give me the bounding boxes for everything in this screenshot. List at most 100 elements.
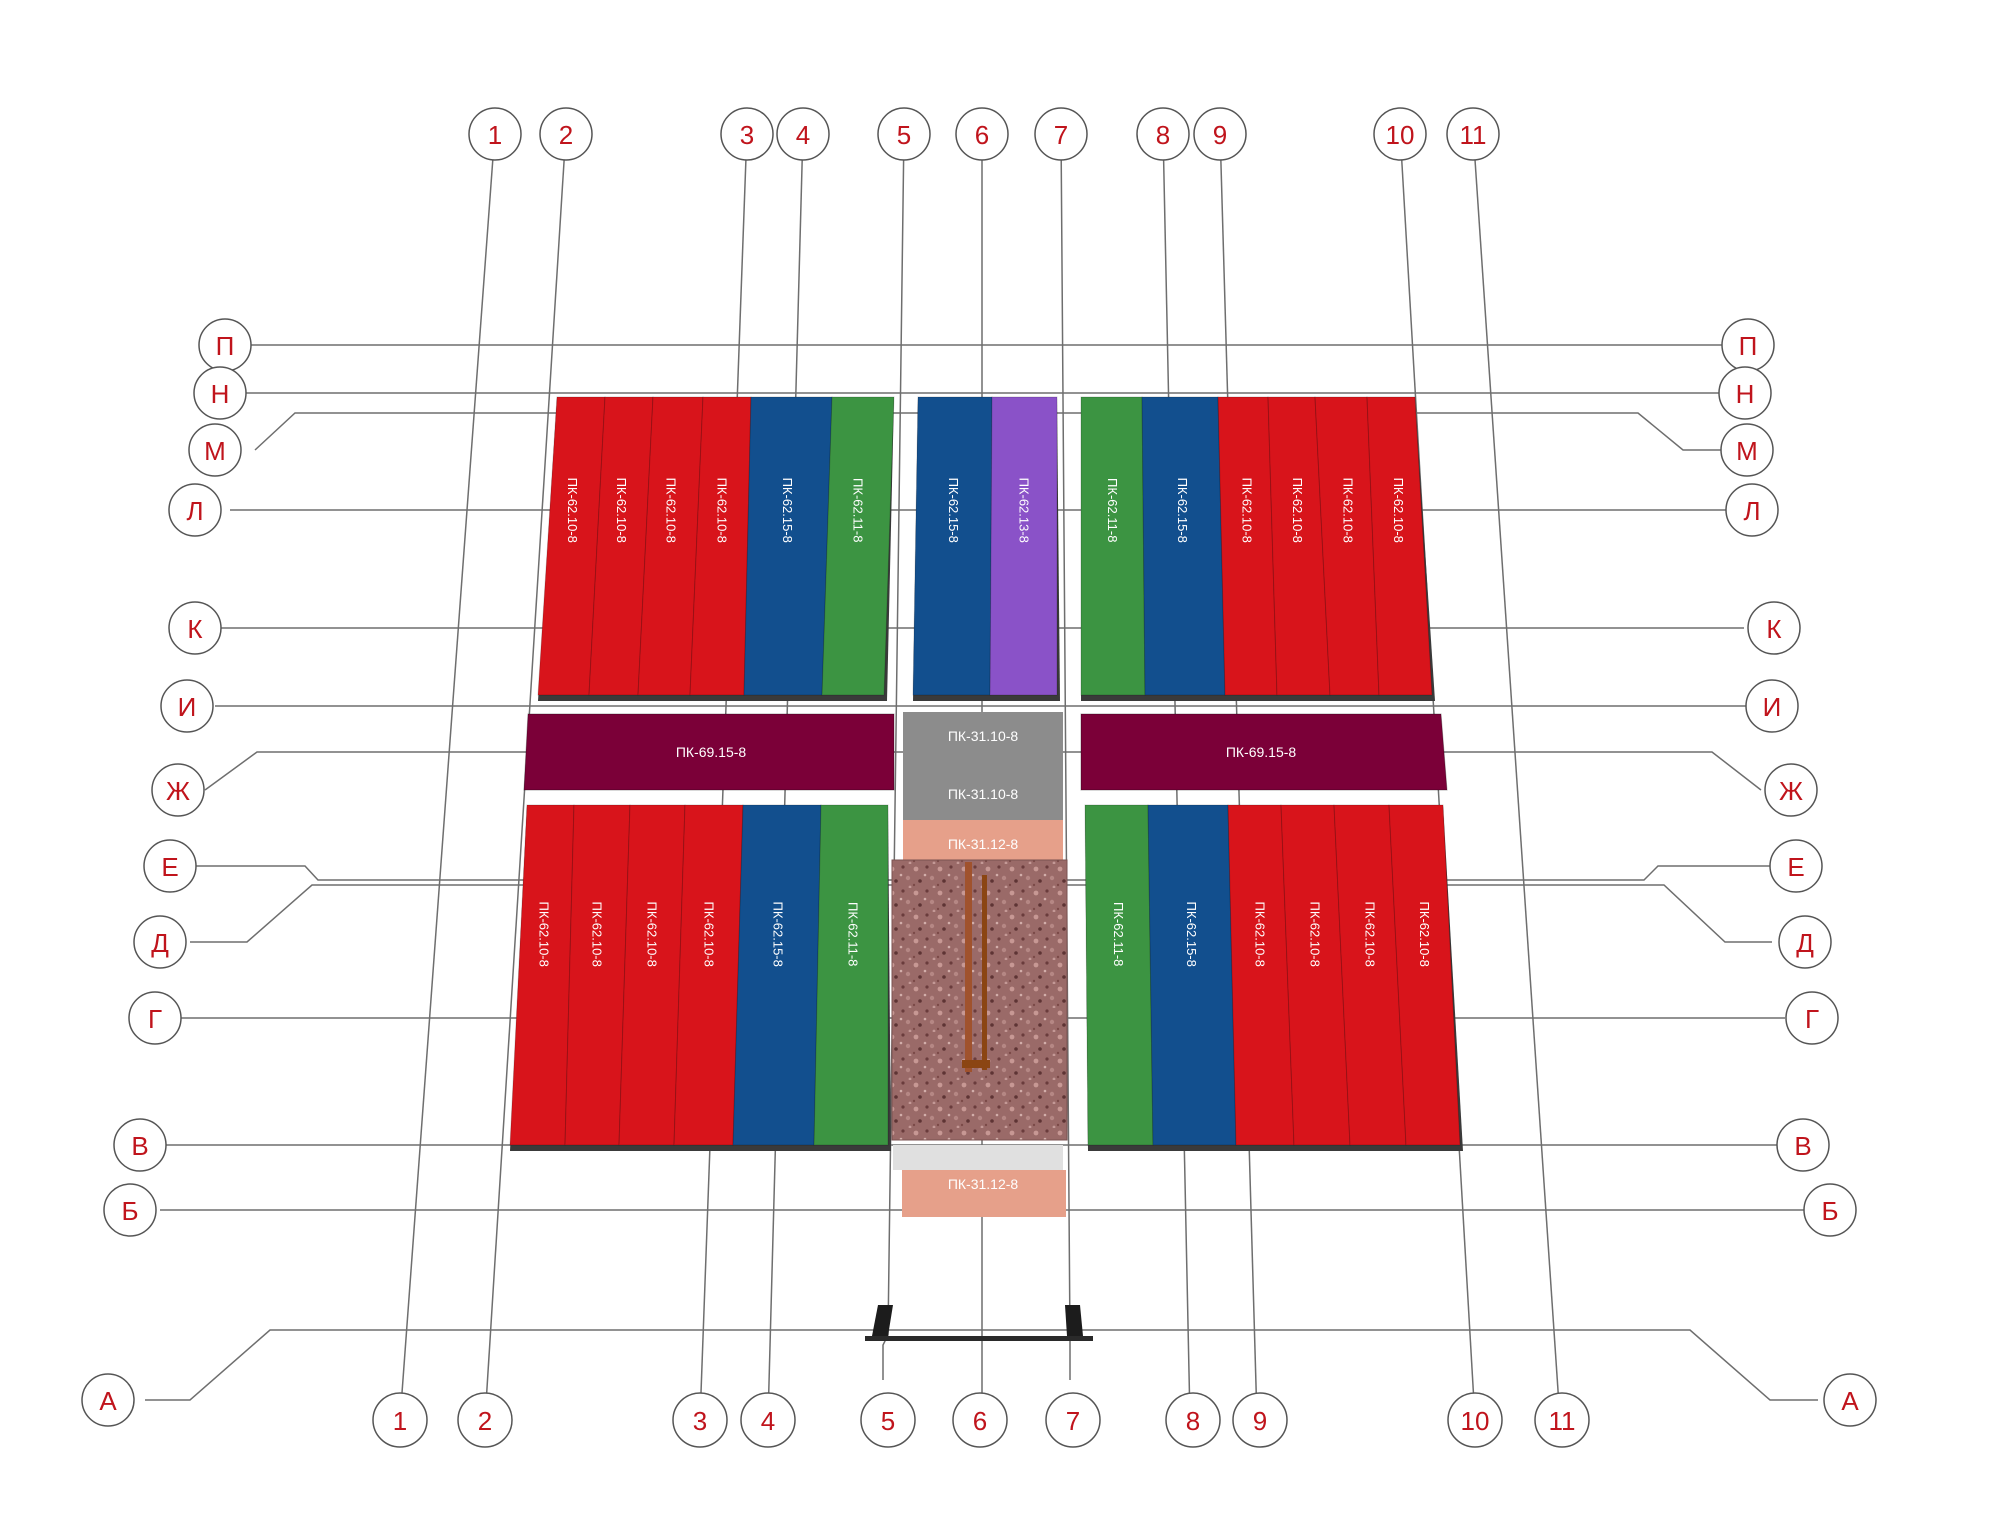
axis-bubble-label: К: [187, 614, 202, 644]
axis-bubble-label: Д: [1796, 928, 1814, 958]
axis-bubble-left-9: Г: [128, 991, 182, 1045]
slab-panel-label: ПК-62.10-8: [565, 478, 580, 543]
base-support-right: [1065, 1305, 1083, 1336]
slab-panel: [821, 396, 895, 696]
axis-bubble-label: А: [99, 1386, 117, 1416]
axis-bubble-circle: [1136, 107, 1190, 161]
axis-bubble-bottom-9: 9: [1232, 1392, 1288, 1448]
axis-bubble-bottom-5: 5: [860, 1392, 916, 1448]
axis-bubble-left-3: Л: [168, 483, 222, 537]
axis-bubble-circle: [1034, 107, 1088, 161]
axis-bubble-label: 10: [1386, 120, 1415, 150]
axis-bubble-circle: [1778, 915, 1832, 969]
base-support-left: [872, 1305, 893, 1336]
axis-bubble-circle: [860, 1392, 916, 1448]
axis-bubble-top-3: 3: [720, 107, 774, 161]
axis-bubble-left-8: Д: [133, 915, 187, 969]
slab-panel-label: ПК-62.10-8: [645, 902, 660, 967]
axis-bubble-label: 1: [488, 120, 502, 150]
slab-panel-label: ПК-62.15-8: [770, 902, 785, 967]
center-column-detail: ПК-31.10-8ПК-31.10-8ПК-31.12-8 ПК-31.12-…: [865, 712, 1093, 1341]
axis-bubble-bottom-10: 10: [1447, 1392, 1503, 1448]
axis-bubble-circle: [128, 991, 182, 1045]
axis-bubble-right-7: Е: [1769, 839, 1823, 893]
axis-bubble-label: 3: [693, 1406, 707, 1436]
slab-panel: [673, 804, 744, 1146]
bottom-center-panel: [902, 1170, 1066, 1217]
slab-panel: [1366, 396, 1433, 696]
axis-bubble-left-11: Б: [103, 1183, 157, 1237]
center-panel-label: ПК-31.12-8: [948, 836, 1019, 852]
axis-bubble-label: И: [1763, 692, 1782, 722]
slab-panel-label: ПК-62.10-8: [1340, 478, 1355, 543]
center-panel-stack: ПК-31.10-8ПК-31.10-8ПК-31.12-8: [903, 712, 1063, 870]
axis-bubble-top-11: 11: [1446, 107, 1500, 161]
axis-bubble-circle: [1803, 1183, 1857, 1237]
slab-bar-mid-right: ПК-69.15-8: [1080, 713, 1448, 791]
axis-bubble-label: Б: [1821, 1196, 1838, 1226]
axis-bubble-right-0: П: [1721, 318, 1775, 372]
axis-bubble-label: 2: [559, 120, 573, 150]
axis-bubble-label: П: [1739, 331, 1758, 361]
axis-bubble-circle: [188, 423, 242, 477]
granite-block: [892, 860, 1067, 1140]
slab-panel: [509, 804, 575, 1146]
axis-bubble-circle: [539, 107, 593, 161]
axis-bubble-label: 4: [796, 120, 810, 150]
axis-bubble-left-10: В: [113, 1118, 167, 1172]
center-panel-label: ПК-31.10-8: [948, 786, 1019, 802]
slab-panel: [989, 396, 1058, 696]
axis-bubble-top-2: 2: [539, 107, 593, 161]
axis-bubble-label: Д: [151, 928, 169, 958]
axis-bubble-right-4: К: [1747, 601, 1801, 655]
axis-bubble-circle: [457, 1392, 513, 1448]
light-gray-strip: [893, 1145, 1063, 1170]
axis-bubble-label: 1: [393, 1406, 407, 1436]
slab-panel-label: ПК-62.10-8: [664, 478, 679, 543]
axis-bubble-bottom-1: 1: [372, 1392, 428, 1448]
axis-bubble-circle: [160, 679, 214, 733]
granite-block-edge: [891, 859, 1068, 1141]
axis-bubble-circle: [168, 601, 222, 655]
slab-panel: [1080, 396, 1146, 696]
slab-panel-label: ПК-62.10-8: [1240, 478, 1255, 543]
axis-bubble-circle: [168, 483, 222, 537]
axis-bubble-top-4: 4: [776, 107, 830, 161]
axis-line-М: [254, 412, 1732, 451]
axis-bubble-circle: [103, 1183, 157, 1237]
axis-bubble-label: Н: [211, 379, 230, 409]
slab-bar-label: ПК-69.15-8: [1226, 744, 1297, 760]
axis-bubble-label: М: [1736, 436, 1758, 466]
slab-bar-mid-left: ПК-69.15-8: [523, 713, 895, 791]
axis-bubble-label: Е: [1787, 852, 1804, 882]
axis-bubble-left-4: К: [168, 601, 222, 655]
axis-bubble-circle: [877, 107, 931, 161]
slab-panel-label: ПК-62.10-8: [701, 902, 716, 967]
axis-bubble-label: Г: [148, 1004, 162, 1034]
axis-bubble-circle: [113, 1118, 167, 1172]
axis-bubble-label: П: [216, 331, 235, 361]
base-beam: [865, 1336, 1093, 1341]
axis-bubble-label: И: [178, 692, 197, 722]
axis-bubble-circle: [81, 1373, 135, 1427]
slab-panel: [1084, 804, 1154, 1146]
axis-bubble-circle: [740, 1392, 796, 1448]
axis-bubble-top-8: 8: [1136, 107, 1190, 161]
axis-bubble-label: 10: [1461, 1406, 1490, 1436]
slab-panel-label: ПК-62.10-8: [590, 902, 605, 967]
axis-bubble-circle: [1534, 1392, 1590, 1448]
axis-bubble-circle: [1193, 107, 1247, 161]
center-panel: [903, 770, 1063, 820]
axis-bubble-label: 9: [1253, 1406, 1267, 1436]
axis-bubble-circle: [372, 1392, 428, 1448]
wooden-post-2: [982, 875, 987, 1070]
axis-bubble-circle: [1447, 1392, 1503, 1448]
slab-panel-label: ПК-62.15-8: [780, 478, 795, 543]
slab-panel-label: ПК-62.10-8: [614, 478, 629, 543]
axis-bubble-circle: [1720, 423, 1774, 477]
slab-panel: [1388, 804, 1461, 1146]
axis-bubble-label: Л: [1743, 496, 1760, 526]
axis-bubble-label: Л: [186, 496, 203, 526]
axis-bubble-top-7: 7: [1034, 107, 1088, 161]
